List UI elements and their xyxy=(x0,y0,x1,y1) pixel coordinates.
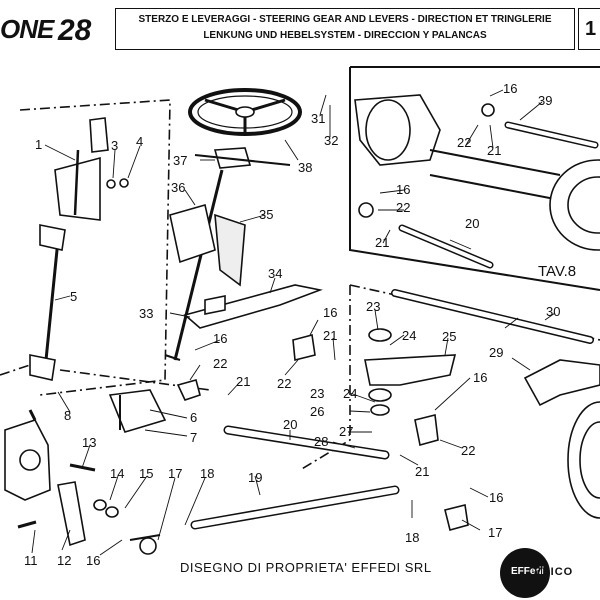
callout-28: 26 xyxy=(310,404,324,419)
callout-31: 31 xyxy=(311,111,325,126)
callout-24: 30 xyxy=(546,304,560,319)
callout-16b: 16 xyxy=(213,331,227,346)
callout-13: 13 xyxy=(82,435,96,450)
callout-25b: 23 xyxy=(310,386,324,401)
callout-11: 11 xyxy=(24,553,38,568)
pitman-arm xyxy=(57,463,119,547)
callout-21c: 21 xyxy=(415,464,429,479)
title-line-1: STERZO E LEVERAGGI - STEERING GEAR AND L… xyxy=(138,14,552,25)
inset-label: TAV.8 xyxy=(538,263,576,280)
callout-5: 5 xyxy=(70,289,77,304)
callout-16c: 16 xyxy=(323,305,337,320)
callout-3: 3 xyxy=(111,138,118,153)
callout-16a: 16 xyxy=(86,553,100,568)
callout-26a: 24 xyxy=(402,328,416,343)
inset-frame xyxy=(349,66,600,291)
callout-30: 28 xyxy=(314,434,328,449)
callout-20a: 20 xyxy=(283,417,297,432)
callout-16d: 16 xyxy=(473,370,487,385)
left-column-assembly xyxy=(29,117,129,381)
tie-rod-main xyxy=(223,425,390,460)
callout-21e: 21 xyxy=(375,235,389,250)
leader-lines xyxy=(31,89,556,556)
property-notice: DISEGNO DI PROPRIETA' EFFEDI SRL xyxy=(180,560,432,575)
callout-39: 39 xyxy=(538,93,552,108)
plate-number: 28 xyxy=(58,14,92,47)
steering-wheel xyxy=(188,88,302,136)
callout-18b: 18 xyxy=(405,530,419,545)
callout-18a: 18 xyxy=(200,466,214,481)
callout-12: 12 xyxy=(57,553,71,568)
callout-21b: 21 xyxy=(323,328,337,343)
drag-link xyxy=(190,485,400,530)
ball-joints xyxy=(129,333,469,555)
callout-8: 8 xyxy=(64,408,71,423)
logo-company-text: VEICO xyxy=(534,566,574,578)
steering-column xyxy=(164,147,291,361)
steering-box xyxy=(4,409,51,529)
callout-25a: 23 xyxy=(366,299,380,314)
callout-29: 27 xyxy=(339,424,353,439)
callout-17a: 17 xyxy=(168,466,182,481)
title-box: STERZO E LEVERAGGI - STEERING GEAR AND L… xyxy=(115,8,575,50)
callout-37: 37 xyxy=(173,153,187,168)
page-number: 1 xyxy=(585,18,597,40)
callout-27: 25 xyxy=(442,329,456,344)
callout-26b: 24 xyxy=(343,386,357,401)
callout-2: 1 xyxy=(35,137,42,152)
callout-22e: 22 xyxy=(396,200,410,215)
division-line xyxy=(299,285,351,471)
callout-16e: 16 xyxy=(489,490,503,505)
callout-32: 32 xyxy=(324,133,338,148)
callout-34: 34 xyxy=(268,266,282,281)
callout-16f: 16 xyxy=(503,81,517,96)
logo-mark-text: EFFedi xyxy=(511,566,545,577)
callout-38: 38 xyxy=(298,160,312,175)
shaft-and-arm xyxy=(391,289,600,407)
callout-6: 6 xyxy=(190,410,197,425)
callout-7: 7 xyxy=(190,430,197,445)
callout-15: 15 xyxy=(139,466,153,481)
title-line-2: LENKUNG UND HEBELSYSTEM - DIRECCION Y PA… xyxy=(203,30,487,41)
callout-14: 14 xyxy=(110,466,124,481)
callout-17b: 17 xyxy=(488,525,502,540)
bracket-assembly xyxy=(108,389,167,433)
page-number-box: 1 xyxy=(578,8,600,50)
callout-22b: 22 xyxy=(277,376,291,391)
callout-22c: 22 xyxy=(461,443,475,458)
callout-21d: 21 xyxy=(487,143,501,158)
company-logo-icon xyxy=(500,548,550,598)
callout-23: 29 xyxy=(489,345,503,360)
division-line xyxy=(19,99,171,396)
callout-33: 33 xyxy=(139,306,153,321)
callout-22d: 22 xyxy=(457,135,471,150)
brand-logo-text: ONE xyxy=(0,14,54,44)
steering-lever xyxy=(364,328,457,416)
callout-21a: 21 xyxy=(236,374,250,389)
front-axle-inset xyxy=(354,94,600,269)
callout-4: 4 xyxy=(136,134,143,149)
callout-35: 35 xyxy=(259,207,273,222)
callout-19: 19 xyxy=(248,470,262,485)
callout-36: 36 xyxy=(171,180,185,195)
callout-22a: 22 xyxy=(213,356,227,371)
callout-16g: 16 xyxy=(396,182,410,197)
front-wheel-right xyxy=(567,401,600,519)
crossmember xyxy=(183,284,323,329)
callout-labels: 1 3 4 5 6 7 8 11 12 13 14 15 17 18 16 19… xyxy=(24,81,576,568)
callout-20b: 20 xyxy=(465,216,479,231)
